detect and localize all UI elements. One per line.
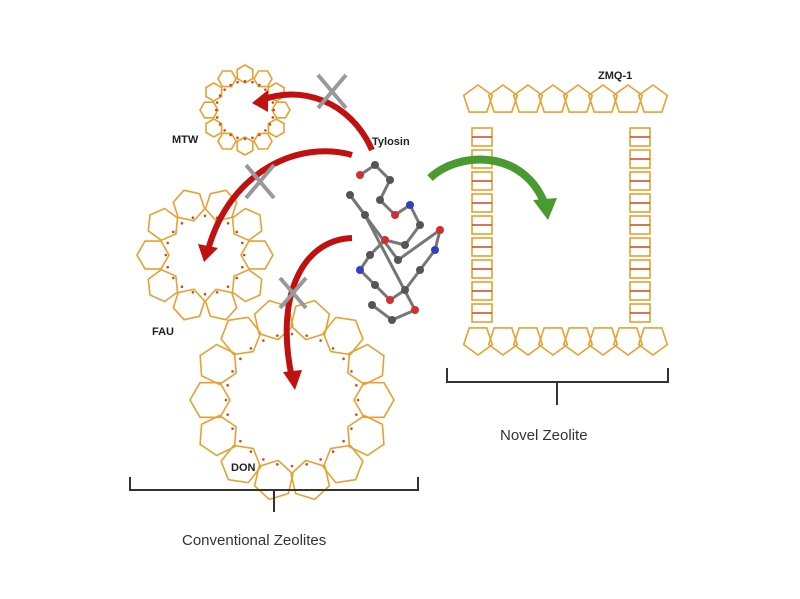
arrowhead-zmq1 (533, 198, 557, 220)
label-zmq1: ZMQ-1 (598, 70, 633, 82)
framework-don (189, 299, 395, 501)
caption-conventional-zeolites: Conventional Zeolites (182, 532, 327, 549)
pass-arrow-zmq1 (427, 155, 549, 207)
framework-fau (136, 189, 274, 321)
label-fau: FAU (152, 326, 174, 338)
bracket-novel (446, 368, 669, 405)
caption-novel-zeolite: Novel Zeolite (500, 427, 588, 444)
framework-mtw (199, 64, 291, 156)
label-don: DON (231, 462, 256, 474)
blocked-arrow-don (283, 235, 353, 379)
arrowhead-mtw (252, 90, 268, 112)
arrowhead-don (283, 370, 302, 390)
label-tylosin: Tylosin (372, 136, 410, 148)
blocked-arrow-fau (205, 148, 353, 251)
framework-zmq1 (462, 84, 669, 356)
bracket-conventional (129, 477, 419, 512)
zeolite-frameworks (136, 64, 669, 501)
label-mtw: MTW (172, 134, 199, 146)
tylosin-molecule (346, 161, 444, 324)
arrowhead-fau (198, 244, 218, 262)
cross-icon (244, 73, 348, 310)
